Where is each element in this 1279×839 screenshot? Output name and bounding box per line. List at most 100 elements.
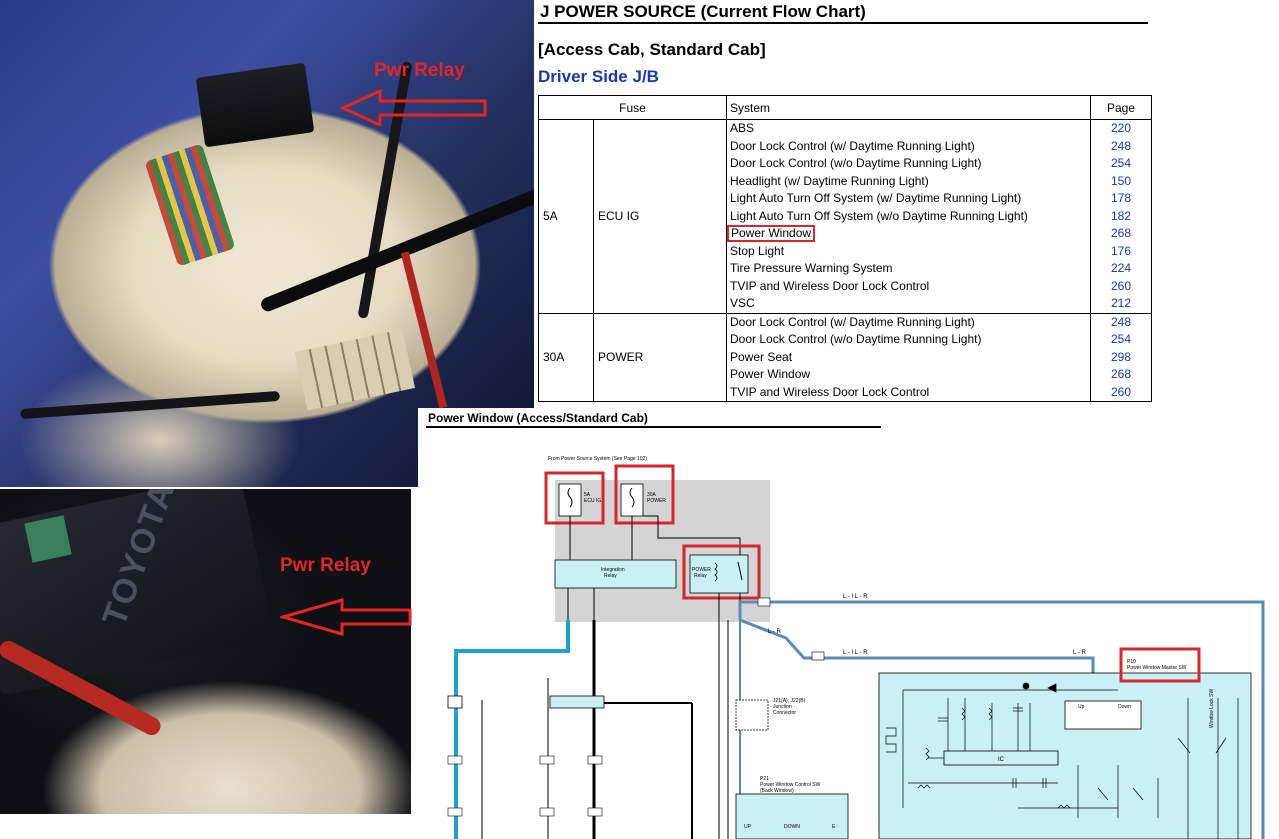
junction-connector-label-3: Connector bbox=[773, 710, 796, 716]
fuse-30a-label: 30A bbox=[647, 492, 657, 498]
fuse-table: Fuse System Page 5A ECU IG ABS Door Lock… bbox=[538, 95, 1152, 402]
header-page: Page bbox=[1090, 95, 1152, 120]
switch-up-label: Up bbox=[1078, 704, 1085, 710]
master-switch-name: Power Window Master SW bbox=[1127, 665, 1187, 671]
table-row: 30A POWER Door Lock Control (w/ Daytime … bbox=[538, 312, 1152, 402]
power-window-master-switch bbox=[878, 672, 1252, 839]
power-relay-label-2: Relay bbox=[694, 573, 707, 579]
power-relay-label: POWER bbox=[692, 567, 711, 573]
wire-code: L - I L - R bbox=[843, 594, 868, 600]
wire-blue bbox=[454, 620, 570, 839]
system-item: Door Lock Control (w/o Daytime Running L… bbox=[730, 332, 982, 346]
page-link[interactable]: 178 bbox=[1110, 191, 1132, 205]
cab-subtitle: [Access Cab, Standard Cab] bbox=[538, 40, 766, 59]
fuse-5a-label: 5A bbox=[584, 492, 591, 498]
system-item: Light Auto Turn Off System (w/o Daytime … bbox=[730, 208, 1028, 223]
power-window-control-switch bbox=[735, 793, 849, 839]
pwr-relay-label-bottom: Pwr Relay bbox=[280, 555, 371, 576]
table-row: 5A ECU IG ABS Door Lock Control (w/ Dayt… bbox=[538, 119, 1152, 314]
photo-fuse-box bbox=[0, 0, 534, 487]
wire-code: L - R bbox=[768, 629, 781, 635]
system-item: Light Auto Turn Off System (w/ Daytime R… bbox=[730, 191, 1022, 205]
arrow-left-icon bbox=[340, 88, 487, 126]
integration-relay-label-2: Relay bbox=[604, 573, 617, 579]
wire-code: L - R bbox=[1073, 650, 1086, 656]
page-link[interactable]: 268 bbox=[1110, 226, 1132, 240]
system-item: Power Seat bbox=[730, 349, 793, 364]
system-item: Tire Pressure Warning System bbox=[730, 261, 893, 275]
page-link[interactable]: 176 bbox=[1110, 243, 1132, 258]
highlight-master-switch bbox=[1119, 647, 1201, 683]
fuse-slots bbox=[294, 329, 416, 411]
header-system: System bbox=[726, 95, 1091, 120]
relay-block bbox=[195, 62, 315, 148]
document-title: J POWER SOURCE (Current Flow Chart) bbox=[540, 2, 866, 21]
fuse-amp: 30A bbox=[538, 312, 594, 402]
arrow-left-icon bbox=[280, 598, 412, 636]
master-switch-id: P10 bbox=[1127, 659, 1136, 665]
junction-connector-j5 bbox=[549, 695, 605, 709]
page-link[interactable]: 150 bbox=[1110, 173, 1132, 188]
control-switch-id: P21 bbox=[760, 776, 769, 782]
up-down-switch bbox=[1064, 700, 1142, 730]
page-link[interactable]: 254 bbox=[1110, 156, 1132, 170]
master-switch-circuitry bbox=[885, 682, 1239, 839]
highlight-power-relay bbox=[682, 544, 761, 600]
page-link[interactable]: 248 bbox=[1110, 314, 1132, 329]
junction-block-heading: Driver Side J/B bbox=[538, 67, 659, 86]
photo-relay-closeup: TOYOTA bbox=[0, 489, 411, 814]
schematic: From Power Source System (See Page 102) … bbox=[447, 456, 1265, 839]
system-item: Headlight (w/ Daytime Running Light) bbox=[730, 173, 929, 188]
system-item: TVIP and Wireless Door Lock Control bbox=[730, 384, 930, 399]
system-item: Power Window bbox=[730, 367, 811, 381]
highlight-fuse-30a bbox=[614, 464, 675, 525]
fuse-name: POWER bbox=[593, 312, 727, 402]
page-link[interactable]: 224 bbox=[1110, 261, 1132, 275]
integration-relay-label: Integration bbox=[601, 567, 625, 573]
wire-code: L - I L - R bbox=[843, 650, 868, 656]
power-relay bbox=[689, 554, 749, 594]
control-switch-sub: (Back Window) bbox=[760, 788, 794, 794]
junction-connector-j21 bbox=[735, 699, 769, 731]
wiring-diagram: Power Window (Access/Standard Cab) From … bbox=[418, 408, 1279, 839]
lock-switch-label: Window Lock SW bbox=[1209, 689, 1215, 728]
title-rule bbox=[538, 22, 1148, 24]
page-link[interactable]: 298 bbox=[1110, 349, 1132, 364]
page-link[interactable]: 260 bbox=[1110, 278, 1132, 293]
table-header-row: Fuse System Page bbox=[538, 95, 1152, 120]
power-source-chart: J POWER SOURCE (Current Flow Chart) [Acc… bbox=[534, 0, 1279, 410]
diagram-title-rule bbox=[426, 426, 881, 428]
wire-steel-mid bbox=[739, 618, 1095, 673]
page-link[interactable]: 220 bbox=[1110, 121, 1132, 135]
integration-relay bbox=[554, 559, 677, 589]
ic-label: IC bbox=[998, 757, 1005, 763]
relay-latch bbox=[24, 515, 72, 563]
page-link[interactable]: 212 bbox=[1110, 296, 1132, 310]
control-up-label: UP bbox=[744, 824, 752, 830]
system-list: ABS Door Lock Control (w/ Daytime Runnin… bbox=[726, 119, 1091, 314]
control-down-label: DOWN bbox=[784, 824, 800, 830]
diagram-title: Power Window (Access/Standard Cab) bbox=[428, 411, 648, 425]
page-list: 248 254 298 268 260 bbox=[1090, 312, 1152, 402]
page-list: 220 248 254 150 178 182 268 176 224 260 … bbox=[1090, 119, 1152, 314]
system-item: Stop Light bbox=[730, 243, 785, 258]
page-link[interactable]: 182 bbox=[1110, 208, 1132, 223]
system-item: Door Lock Control (w/o Daytime Running L… bbox=[730, 156, 982, 170]
system-list: Door Lock Control (w/ Daytime Running Li… bbox=[726, 312, 1091, 402]
page-link[interactable]: 260 bbox=[1110, 384, 1132, 399]
page-link[interactable]: 248 bbox=[1110, 138, 1132, 153]
header-fuse: Fuse bbox=[538, 95, 727, 120]
connector-symbols bbox=[447, 597, 825, 817]
wire-harness bbox=[144, 143, 236, 267]
pwr-relay-label-top: Pwr Relay bbox=[374, 60, 465, 81]
fuse-5a-name: ECU IG bbox=[584, 498, 601, 504]
switch-down-label: Down bbox=[1118, 704, 1131, 710]
page-link[interactable]: 254 bbox=[1110, 332, 1132, 346]
wire-steel-top bbox=[738, 600, 1265, 839]
highlight-box: Power Window bbox=[727, 225, 816, 242]
fuse-30a-name: POWER bbox=[647, 498, 666, 504]
page-link[interactable]: 268 bbox=[1110, 367, 1132, 381]
black-wire bbox=[259, 180, 534, 314]
system-item: TVIP and Wireless Door Lock Control bbox=[730, 278, 930, 293]
system-item: Door Lock Control (w/ Daytime Running Li… bbox=[730, 138, 975, 153]
